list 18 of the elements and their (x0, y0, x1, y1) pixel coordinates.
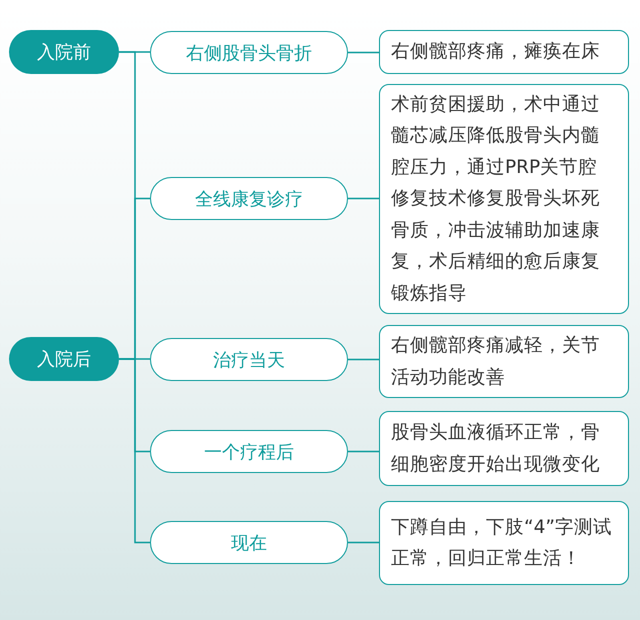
stage-pill: 现在 (150, 521, 348, 564)
stage-pill: 全线康复诊疗 (150, 177, 348, 220)
detail-box: 下蹲自由，下肢“4”字测试正常，回归正常生活！ (379, 501, 629, 585)
detail-box: 术前贫困援助，术中通过髓芯减压降低股骨头内髓腔压力，通过PRP关节腔修复技术修复股骨头坏死骨质，冲击波辅助加速康复，术后精细的愈后康复锻炼指导 (379, 84, 629, 314)
connector-line (348, 198, 379, 200)
phase-pill: 入院前 (9, 30, 119, 74)
stage-pill: 一个疗程后 (150, 430, 348, 473)
detail-box: 股骨头血液循环正常，骨细胞密度开始出现微变化 (379, 411, 629, 486)
detail-box: 右侧髋部疼痛，瘫痪在床 (379, 30, 629, 74)
connector-line (348, 450, 379, 452)
connector-line (348, 542, 379, 544)
stage-pill: 右侧股骨头骨折 (150, 31, 348, 74)
connector-line (348, 52, 379, 54)
detail-box: 右侧髋部疼痛减轻，关节活动功能改善 (379, 325, 629, 398)
phase-pill: 入院后 (9, 337, 119, 381)
connector-line (119, 358, 150, 544)
connector-line (348, 358, 379, 360)
stage-pill: 治疗当天 (150, 338, 348, 381)
